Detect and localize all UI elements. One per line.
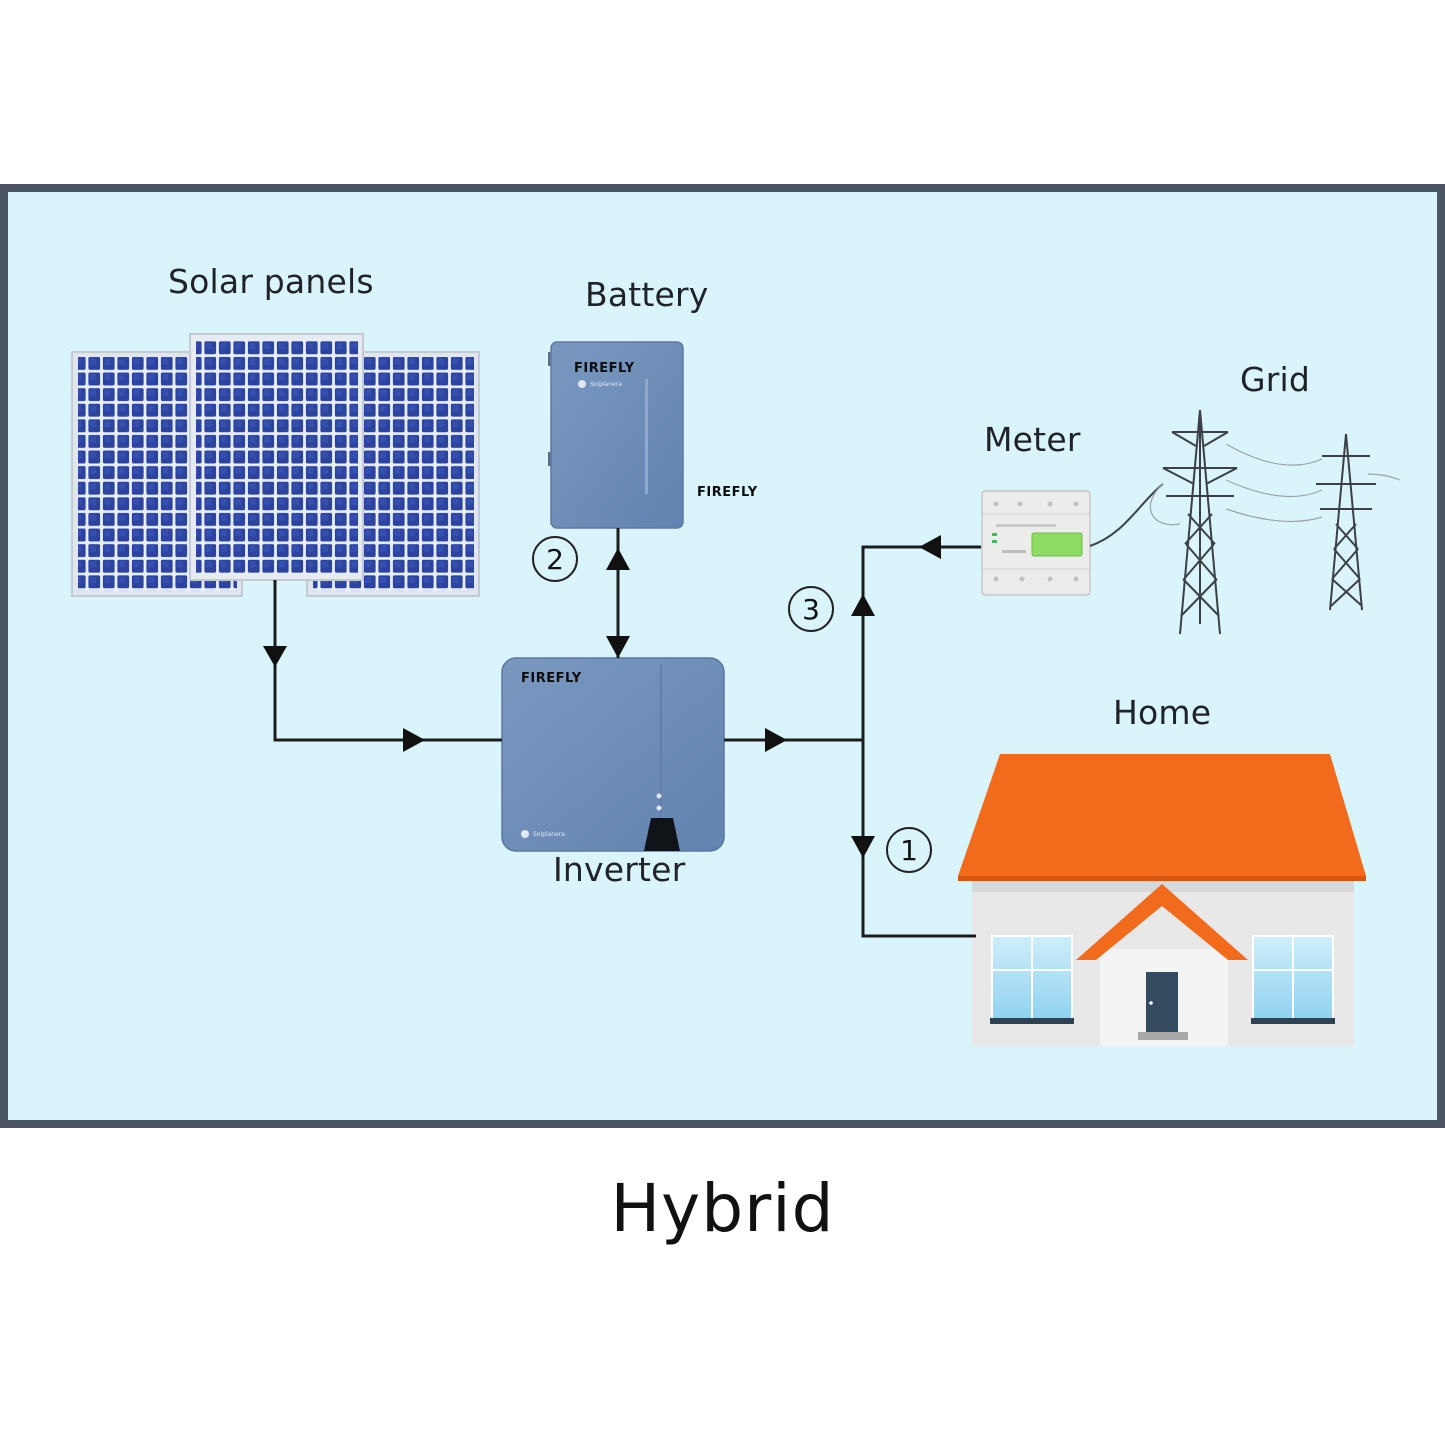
inverter-brand: FIREFLY [521, 671, 582, 686]
grid-towers-image [1089, 409, 1401, 635]
meter-label: Meter [984, 420, 1081, 459]
battery-brand-sub: Solplanera [590, 381, 622, 388]
grid-label: Grid [1240, 360, 1311, 399]
arrow-from-meter [919, 535, 941, 559]
system-diagram: Solar panels Battery Grid Meter Home Inv… [0, 184, 1445, 1128]
home-image [958, 754, 1366, 1046]
solar-panels-label: Solar panels [168, 262, 374, 301]
diagram-canvas [0, 184, 1445, 1128]
inverter-label: Inverter [553, 850, 686, 889]
arrow-to-home [851, 836, 875, 858]
arrow-inverter-out [765, 728, 787, 752]
home-label: Home [1113, 693, 1212, 732]
arrow-to-inverter [403, 728, 425, 752]
battery-brand: FIREFLY [574, 361, 635, 376]
solar-panels-image [71, 333, 480, 597]
arrow-battery-down [606, 636, 630, 658]
arrow-battery-up [606, 548, 630, 570]
meter-image [981, 490, 1091, 596]
step-3-marker: 3 [788, 586, 834, 632]
step-1-marker: 1 [886, 827, 932, 873]
arrow-to-meter-up [851, 594, 875, 616]
arrow-solar-down [263, 646, 287, 667]
step-2-marker: 2 [532, 536, 578, 582]
inverter-image [501, 657, 725, 852]
diagram-caption: Hybrid [610, 1170, 835, 1247]
inverter-brand-sub: Solplanera [533, 831, 565, 838]
firefly-caption-brand: FIREFLY [697, 485, 758, 500]
flow-arrows [263, 535, 941, 858]
battery-label: Battery [585, 275, 709, 314]
